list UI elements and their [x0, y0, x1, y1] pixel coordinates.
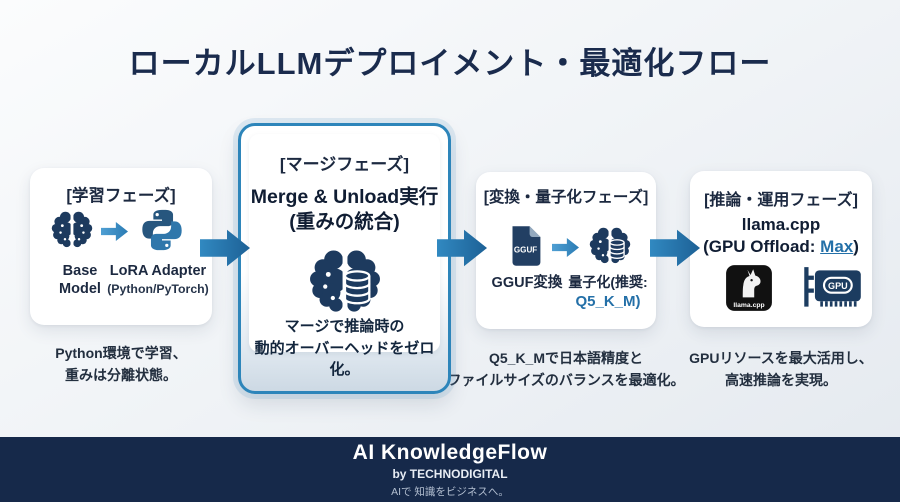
quantize-label-text: 量子化(推奨: [568, 274, 648, 290]
inference-phase-header: [推論・運用フェーズ] [704, 192, 858, 209]
training-caption: Python環境で学習、 重みは分離状態。 [55, 345, 187, 383]
phase-card-training: [学習フェーズ] Base Model L [30, 168, 212, 325]
footer: AI KnowledgeFlow by TECHNODIGITAL AIで 知識… [0, 437, 900, 502]
gpu-icon-label: GPU [828, 281, 848, 291]
merge-inner-card: [マージフェーズ] Merge & Unload実行 (重みの統合) [249, 134, 440, 352]
arrow-right-icon [552, 238, 579, 257]
phase-card-quantize: [変換・量子化フェーズ] GGUF GGU [476, 172, 656, 329]
gpu-offload-suffix: ) [853, 237, 859, 256]
quantize-caption: Q5_K_Mで日本語精度と ファイルサイズのバランスを最適化。 [447, 350, 685, 388]
llama-cpp-title: llama.cpp [741, 215, 821, 234]
gguf-file-icon: GGUF [512, 226, 541, 266]
arrow-right-icon [101, 222, 128, 241]
quantize-label: 量子化(推奨: Q5_K_M) [560, 274, 656, 311]
llama-cpp-icon: llama.cpp [726, 265, 772, 311]
footer-byline: by TECHNODIGITAL [392, 466, 508, 481]
lora-adapter-label: LoRA Adapter (Python/PyTorch) [94, 262, 222, 297]
python-icon [142, 209, 182, 251]
base-model-label: Base Model [59, 263, 101, 298]
gpu-offload-max-link[interactable]: Max [820, 237, 854, 256]
gguf-icon-label: GGUF [514, 246, 537, 255]
page-title: ローカルLLMデプロイメント・最適化フロー [128, 46, 772, 81]
footer-brand: AI KnowledgeFlow [352, 440, 548, 464]
quantize-recommended-value: Q5_K_M) [575, 292, 641, 310]
footer-tagline: AIで 知識をビジネスへ。 [391, 485, 509, 498]
merge-title: Merge & Unload実行 [250, 186, 439, 208]
brain-database-icon [309, 250, 380, 312]
llama-cpp-badge-label: llama.cpp [733, 302, 764, 309]
gguf-convert-label: GGUF変換 [491, 275, 563, 291]
phase-card-merge: [マージフェーズ] Merge & Unload実行 (重みの統合) [238, 123, 451, 394]
merge-subtitle: (重みの統合) [289, 211, 400, 234]
gpu-icon: GPU [804, 267, 861, 307]
brain-icon [51, 211, 93, 248]
lora-adapter-title: LoRA Adapter [109, 263, 207, 279]
quantize-phase-header: [変換・量子化フェーズ] [483, 189, 649, 206]
merge-note: マージで推論時の 動的オーバーヘッドをゼロ化。 [254, 317, 435, 379]
gpu-offload-prefix: (GPU Offload: [703, 237, 821, 256]
inference-caption: GPUリソースを最大活用し、 高速推論を実現。 [689, 350, 873, 388]
phase-card-inference: [推論・運用フェーズ] llama.cpp (GPU Offload: Max)… [690, 171, 872, 327]
merge-phase-header: [マージフェーズ] [279, 155, 410, 174]
gpu-offload-line: (GPU Offload: Max) [690, 237, 872, 257]
brain-database-icon [589, 227, 631, 264]
lora-adapter-sublabel: (Python/PyTorch) [107, 282, 209, 297]
training-phase-header: [学習フェーズ] [66, 187, 176, 205]
